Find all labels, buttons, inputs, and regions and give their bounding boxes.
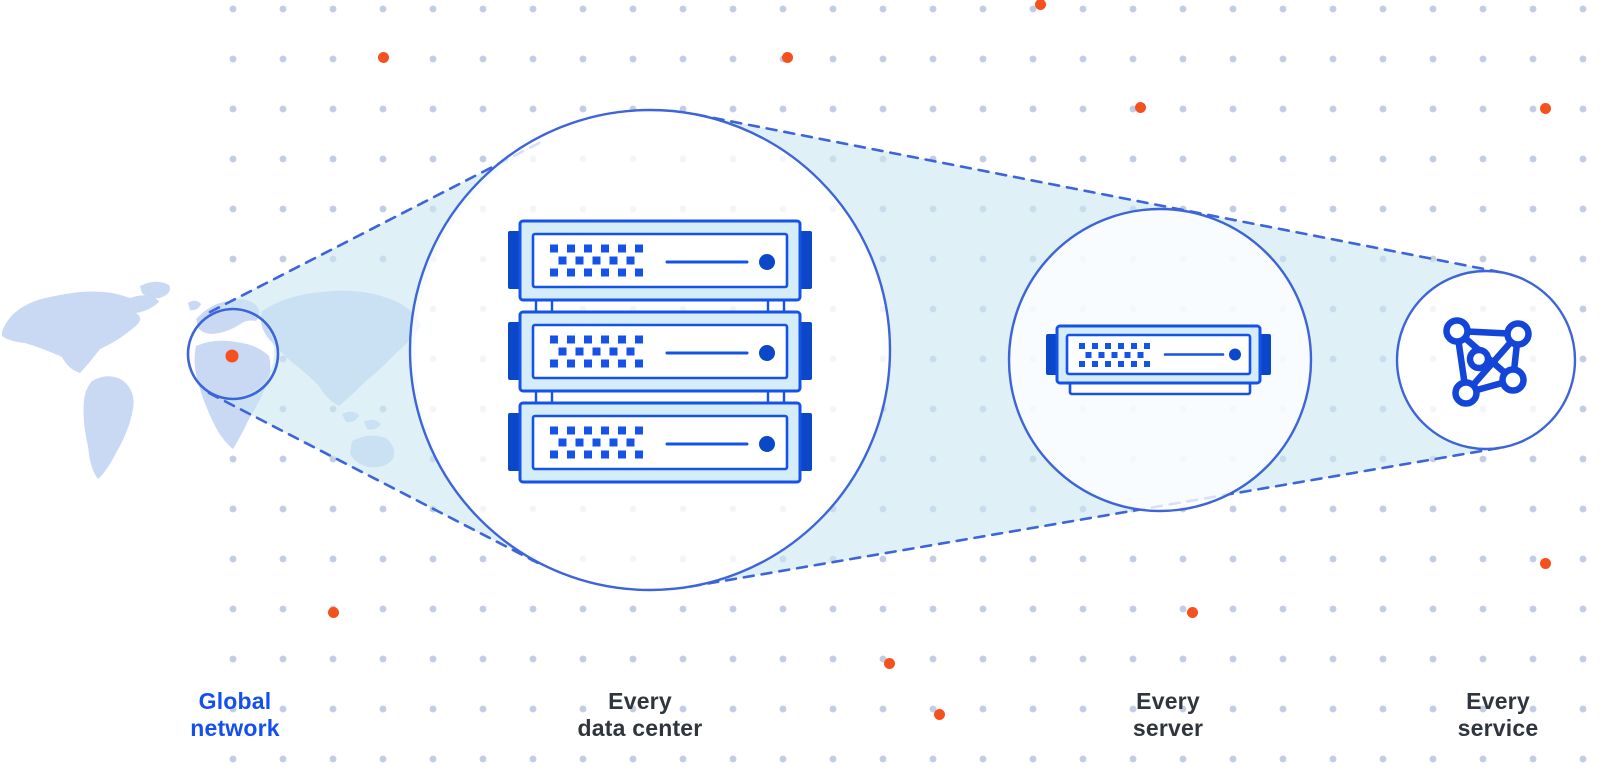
accent-dot: [884, 658, 895, 669]
mesh-network-icon: [1443, 317, 1532, 407]
label-every-data-center: Every data center: [577, 688, 703, 741]
server-stack-icon: [506, 219, 814, 484]
dashed-connector: [694, 113, 1505, 275]
accent-dot: [328, 607, 339, 618]
accent-dot: [934, 709, 945, 720]
accent-dot: [782, 52, 793, 63]
accent-dot: [1035, 0, 1046, 10]
zoom-beam-left: [209, 140, 545, 565]
accent-dot: [1135, 102, 1146, 113]
label-global-network: Global network: [190, 688, 280, 741]
label-every-server: Every server: [1132, 688, 1204, 741]
dashed-connector: [689, 446, 1503, 588]
server-icon: [1046, 324, 1271, 396]
global-network-circle: [186, 307, 280, 401]
accent-dot: [1540, 103, 1551, 114]
accent-dot: [1187, 607, 1198, 618]
accent-dot: [378, 52, 389, 63]
label-every-service: Every service: [1457, 688, 1539, 741]
map-marker-dot: [225, 349, 239, 363]
dot-matrix: [1079, 343, 1150, 367]
dashed-connector: [207, 391, 544, 567]
dashed-connector: [208, 138, 547, 314]
accent-dot: [1540, 558, 1551, 569]
